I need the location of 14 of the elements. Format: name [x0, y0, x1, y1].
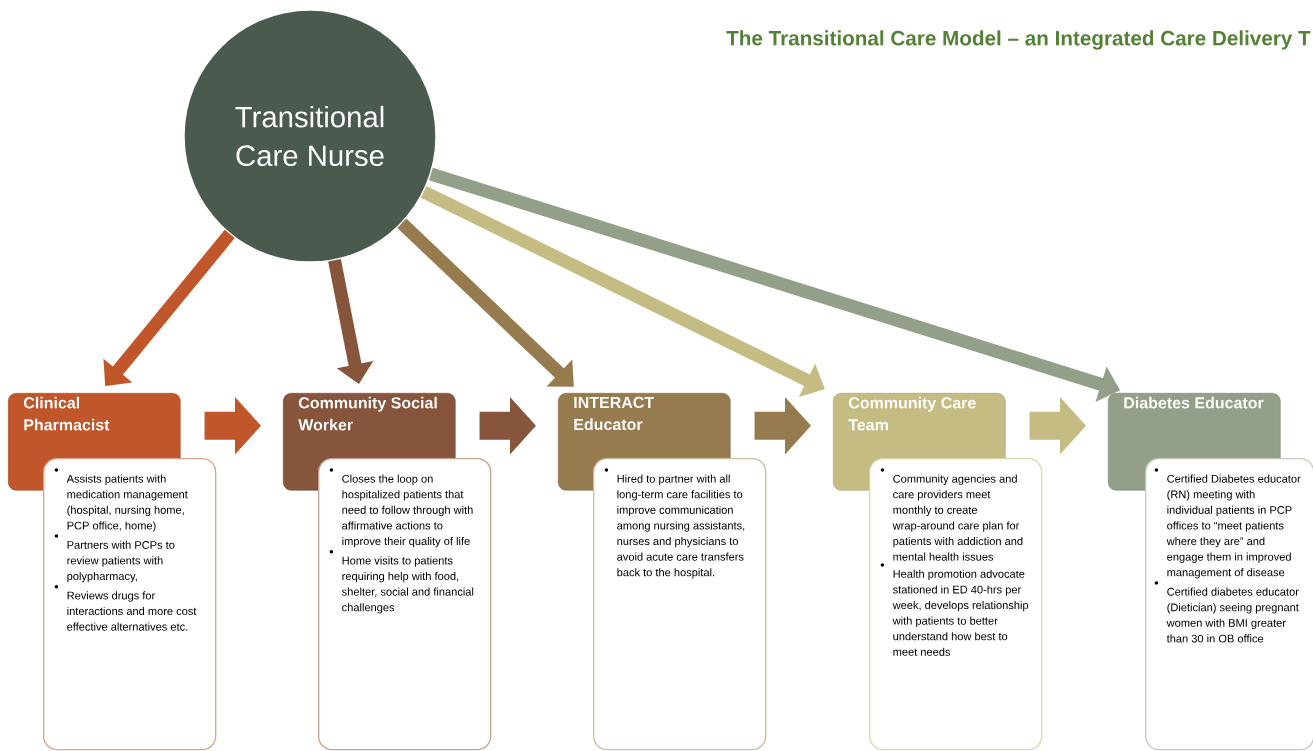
bullet-text: Health promotion advocate stationed in ED 40-hrs per week, develops relationship with patients to better understand how best to meet needs [880, 563, 1029, 656]
description-box [318, 458, 492, 751]
bullet-text: Reviews drugs for interactions and more cost effective alternatives etc. [54, 584, 197, 631]
description-box [1145, 458, 1313, 751]
description-box [869, 458, 1043, 751]
arrow [397, 218, 574, 387]
circle-node: Transitional Care Nurse [183, 9, 437, 263]
bullet-text: Home visits to patients requiring help with food, shelter, social and financial challenges [329, 549, 474, 614]
description-box [43, 458, 217, 751]
title: The Transitional Care Model – an Integrated Care Delivery T [726, 30, 1311, 50]
bullet-text: Certified diabetes educator (Dietician) seeing pregnant women with BMI greater than 30 in OB office [1154, 581, 1299, 643]
description-box [593, 458, 767, 751]
bullet-text: Partners with PCPs to review patients with polypharmacy, [54, 534, 175, 583]
arrow [103, 229, 235, 386]
